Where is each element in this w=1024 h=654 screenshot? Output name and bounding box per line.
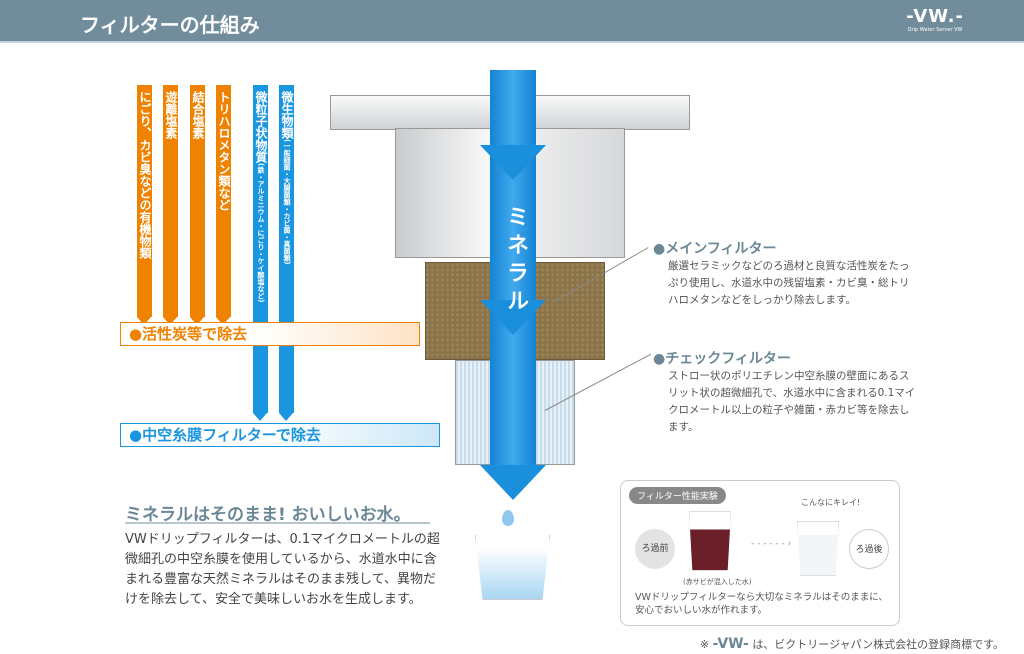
filter-test-panel: フィルター性能実験 ろ過前 (赤サビが混入した水) - - - - - - › … [620,480,900,626]
trademark-note: ※ -VW- は、ビクトリージャパン株式会社の登録商標です。 [700,636,1004,652]
clean-glass-icon [797,521,839,576]
arrowhead-icon [480,300,546,335]
removal-bar-microbes: 微生物類(一般細菌・大腸菌類・カビ菌・真菌類) [279,85,294,421]
water-glass-icon [475,535,550,600]
mineral-label: ミネラル [503,205,528,317]
logo-subtitle: Drip Water Server VW [907,27,963,33]
test-badge: フィルター性能実験 [629,487,726,504]
brand-logo: -VW.- Drip Water Server VW [906,6,964,33]
test-desc: VWドリップフィルターなら大切なミネラルはそのままに、安心でおいしい水が作れます… [635,592,888,616]
bar-note: (鉄・アルミニウム・にごり・ケイ酸塩など) [257,163,265,303]
header: フィルターの仕組み -VW.- Drip Water Server VW [0,0,1024,43]
bar-note: (一般細菌・大腸菌類・カビ菌・真菌類) [283,139,291,265]
dirty-caption: (赤サビが混入した水) [683,578,752,586]
dirty-glass-icon [689,511,731,571]
logo-mark: -VW.- [906,6,964,27]
trademark-logo: -VW- [712,636,749,652]
after-label: ろ過後 [849,529,889,569]
divider [125,522,430,524]
main-filter-desc: 厳選セラミックなどのろ過材と良質な活性炭をたっぷり使用し、水道水中の残留塩素・カ… [668,260,910,306]
arrow-icon: - - - - - - › [751,539,792,549]
water-drop-icon [502,510,514,526]
water-flow-arrow [490,70,536,465]
activated-carbon-band: ●活性炭等で除去 [120,322,420,346]
bar-label: 微生物類 [280,91,294,139]
arrowhead-icon [480,145,546,180]
removal-bar-combined-chlorine: 結合塩素 [190,85,205,325]
page-title: フィルターの仕組み [80,13,260,37]
check-filter-desc: ストロー状のポリエチレン中空糸膜の壁面にあるスリット状の超微細孔で、水道水中に含… [668,370,916,433]
note-mark: ※ [699,638,710,651]
removal-bar-particulates: 微粒子状物質(鉄・アルミニウム・にごり・ケイ酸塩など) [253,85,268,421]
removal-bar-free-chlorine: 遊離塩素 [163,85,178,325]
check-filter-title: ●チェックフィルター [653,351,791,367]
removal-bar-organic: にごり、カビ臭などの有機物類 [137,85,152,325]
hollow-fiber-band: ●中空糸膜フィルターで除去 [120,423,440,447]
clean-note: こんなにキレイ! [801,498,861,507]
mineral-headline: ミネラルはそのまま! おいしいお水。 [125,505,411,525]
trademark-text: は、ビクトリージャパン株式会社の登録商標です。 [752,638,1004,651]
mineral-body: VWドリップフィルターは、0.1マイクロメートルの超微細孔の中空糸膜を使用してい… [125,532,440,607]
arrowhead-icon [480,465,546,500]
removal-bar-trihalomethane: トリハロメタン類など [216,85,231,325]
main-filter-title: ●メインフィルター [653,241,777,257]
bar-label: 微粒子状物質 [254,91,268,163]
before-label: ろ過前 [635,529,675,569]
